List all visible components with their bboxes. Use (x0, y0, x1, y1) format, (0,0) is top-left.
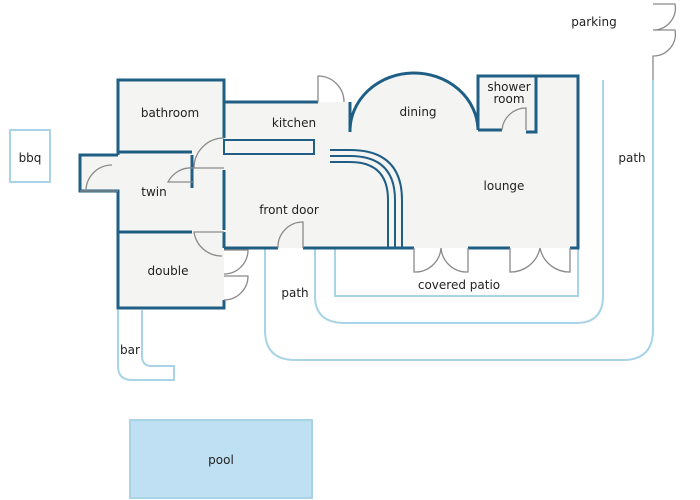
label-parking: parking (571, 15, 616, 29)
doors (80, 3, 677, 301)
covered-patio-outline (334, 248, 579, 297)
house-floor (80, 72, 578, 308)
label-path-right: path (618, 151, 645, 165)
patio-door-2 (509, 247, 571, 273)
label-kitchen: kitchen (272, 116, 316, 130)
label-pool: pool (208, 453, 234, 467)
label-front-door: front door (259, 203, 319, 217)
path-right (264, 80, 654, 361)
parking-gate (652, 3, 677, 80)
outdoor-paths (9, 80, 654, 381)
label-double: double (148, 264, 189, 278)
bar-path (117, 310, 175, 381)
label-bar: bar (120, 343, 140, 357)
labels: bathroom kitchen dining shower room twin… (19, 15, 646, 467)
front-door-swing (277, 221, 304, 249)
shower-door (501, 107, 527, 131)
label-shower-room-line2: room (493, 92, 524, 106)
bathroom-door (193, 137, 225, 169)
label-covered-patio: covered patio (418, 278, 500, 292)
label-lounge: lounge (484, 179, 525, 193)
label-path-left: path (281, 286, 308, 300)
label-dining: dining (399, 105, 436, 119)
bbq-area (9, 129, 51, 183)
double-exterior-door-2 (223, 275, 249, 301)
kitchen-door (317, 75, 345, 103)
label-shower-room-line1: shower (487, 80, 530, 94)
twin-door (166, 167, 195, 183)
path-right-inner (314, 80, 604, 324)
label-twin: twin (141, 185, 166, 199)
pool (129, 419, 313, 499)
label-bbq: bbq (19, 151, 42, 165)
double-door (193, 231, 224, 257)
twin-side-door (80, 164, 118, 192)
label-bathroom: bathroom (141, 106, 199, 120)
double-exterior-door-1 (223, 249, 249, 275)
patio-door-1 (413, 247, 469, 273)
